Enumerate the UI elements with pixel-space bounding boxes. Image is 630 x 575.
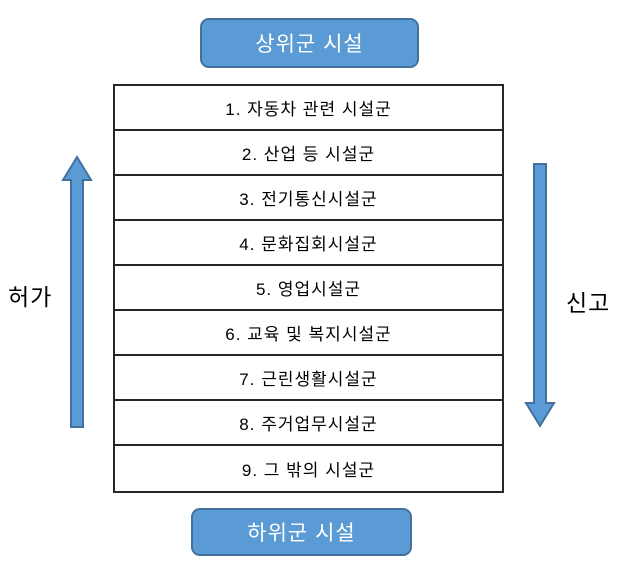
table-row: 7. 근린생활시설군 (115, 356, 502, 401)
table-row: 9. 그 밖의 시설군 (241, 461, 376, 480)
table-row: 2. 산업 등 시설군 (115, 131, 502, 176)
upper-group-label: 상위군 시설 (255, 33, 364, 56)
lower-group-box: 하위군 시설 (191, 508, 412, 556)
permit-up-arrow-icon (61, 155, 93, 428)
report-down-arrow-icon (524, 163, 556, 428)
table-row: 8. 주거업무시설군 (115, 401, 502, 446)
facility-group-table: 1. 자동차 관련 시설군 2. 산업 등 시설군 3. 전기통신시설군 4. … (113, 84, 504, 493)
table-row: 5. 영업시설군 (115, 266, 502, 311)
report-label: 신고 (566, 290, 611, 316)
upper-group-box: 상위군 시설 (200, 18, 419, 68)
table-row: 3. 전기통신시설군 (115, 176, 502, 221)
lower-group-label: 하위군 시설 (247, 522, 356, 545)
table-row: 4. 문화집회시설군 (115, 221, 502, 266)
permit-label: 허가 (8, 284, 53, 310)
table-row: 1. 자동차 관련 시설군 (115, 86, 502, 131)
table-row: 6. 교육 및 복지시설군 (115, 311, 502, 356)
